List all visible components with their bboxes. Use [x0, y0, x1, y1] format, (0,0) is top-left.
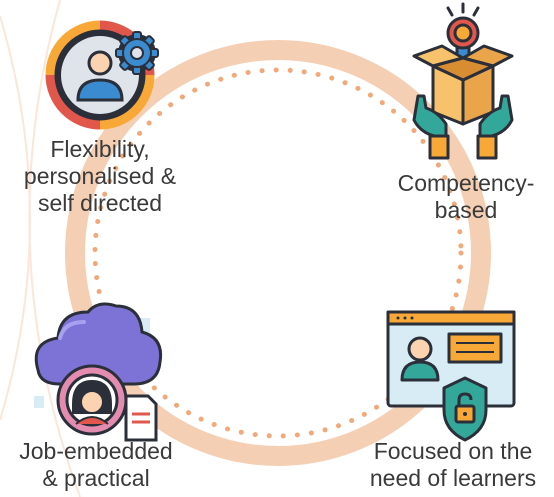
node-label-flexibility: Flexibility, personalised & self directe… [23, 136, 177, 216]
dotted-ring [92, 67, 464, 439]
node-label-learners: Focused on the need of learners [369, 438, 537, 491]
user-gear-cycle-icon [45, 20, 159, 130]
background-arcs [0, 0, 81, 497]
cloud-user-document-icon [34, 302, 163, 442]
hands-box-medal-icon [412, 2, 514, 160]
cycle-ring [65, 40, 491, 466]
node-label-job-embedded: Job-embedded & practical [19, 438, 173, 491]
id-card-shield-lock-icon [386, 310, 516, 442]
node-label-competency: Competency- based [397, 170, 535, 223]
